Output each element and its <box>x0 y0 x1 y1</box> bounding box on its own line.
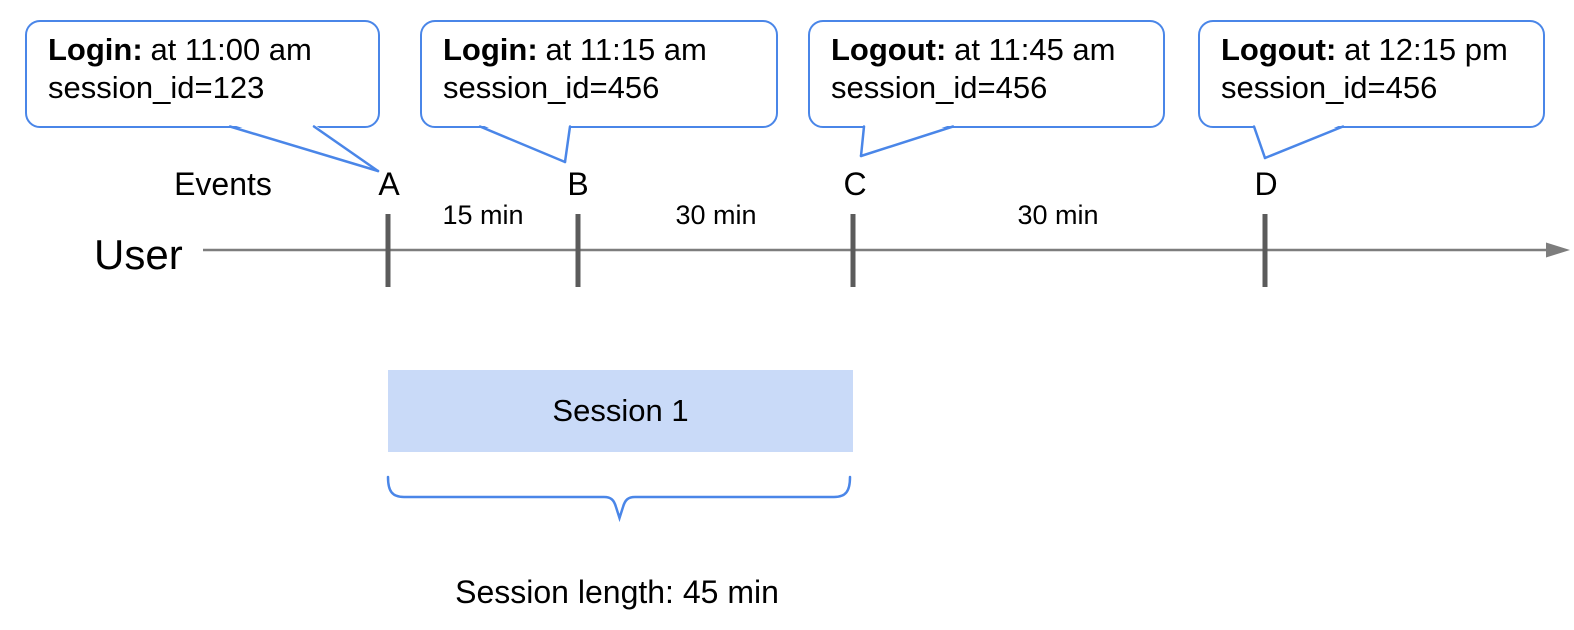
callout-d-time: at 12:15 pm <box>1344 32 1508 67</box>
callout-c-action: Logout: <box>831 32 947 67</box>
callout-b-time: at 11:15 am <box>545 32 707 67</box>
callout-b-action: Login: <box>443 32 538 67</box>
callout-a-tail-icon <box>228 124 380 173</box>
event-marker-d: D <box>1254 166 1278 202</box>
callout-bubble-a: Login:at 11:00 am session_id=123 <box>25 20 380 128</box>
callout-b-line1: Login:at 11:15 am <box>443 31 776 69</box>
callout-bubble-d: Logout:at 12:15 pm session_id=456 <box>1198 20 1545 128</box>
callout-d-line1: Logout:at 12:15 pm <box>1221 31 1543 69</box>
callout-c-tail-icon <box>859 124 955 158</box>
callout-bubble-c: Logout:at 11:45 am session_id=456 <box>808 20 1165 128</box>
callout-c-session: session_id=456 <box>831 70 1048 105</box>
callout-a-session: session_id=123 <box>48 70 265 105</box>
event-marker-b: B <box>567 166 589 202</box>
event-marker-c: C <box>843 166 867 202</box>
user-row-label: User <box>94 231 183 278</box>
session-1-bar: Session 1 <box>388 370 853 452</box>
event-marker-a: A <box>378 166 400 202</box>
session-1-bar-label: Session 1 <box>552 393 689 428</box>
callout-c-time: at 11:45 am <box>954 32 1116 67</box>
callout-c-line1: Logout:at 11:45 am <box>831 31 1163 69</box>
timeline-arrow-icon <box>1546 242 1570 258</box>
callout-b-session: session_id=456 <box>443 70 660 105</box>
interval-label-b-c: 30 min <box>675 200 757 230</box>
interval-label-c-d: 30 min <box>1017 200 1099 230</box>
interval-label-a-b: 15 min <box>442 200 524 230</box>
session-brace-icon <box>386 475 852 523</box>
callout-d-session: session_id=456 <box>1221 70 1438 105</box>
events-row-label: Events <box>174 166 272 202</box>
callout-d-tail-icon <box>1252 124 1345 160</box>
session-length-label: Session length: 45 min <box>455 574 779 610</box>
callout-b-tail-icon <box>478 124 572 164</box>
callout-bubble-b: Login:at 11:15 am session_id=456 <box>420 20 778 128</box>
callout-a-time: at 11:00 am <box>150 32 312 67</box>
callout-d-action: Logout: <box>1221 32 1337 67</box>
callout-a-action: Login: <box>48 32 143 67</box>
callout-a-line1: Login:at 11:00 am <box>48 31 378 69</box>
